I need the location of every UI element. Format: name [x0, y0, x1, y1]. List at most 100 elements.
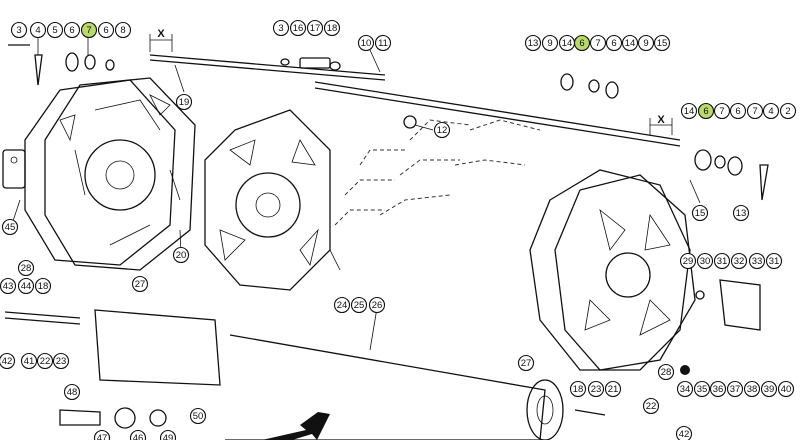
- callout-circle: [175, 93, 193, 111]
- callout-circle: [368, 296, 386, 314]
- callout-label: 33: [752, 256, 763, 267]
- callout-label: 6: [735, 106, 740, 117]
- callout-16: 16: [289, 19, 307, 37]
- callout-circle: [713, 102, 731, 120]
- callout-5: 5: [46, 21, 64, 39]
- callout-22: 22: [642, 397, 660, 415]
- chain-guides: [334, 119, 541, 226]
- callout-26: 26: [368, 296, 386, 314]
- callout-label: 39: [764, 384, 775, 395]
- callout-label: 40: [781, 384, 792, 395]
- callout-44: 44: [17, 277, 35, 295]
- callout-25: 25: [350, 296, 368, 314]
- callout-circle: [762, 102, 780, 120]
- callout-label: 14: [684, 106, 695, 117]
- callout-circle: [709, 380, 727, 398]
- callout-circle: [17, 277, 35, 295]
- callout-circle: [129, 429, 147, 440]
- callout-label: 34: [680, 384, 691, 395]
- callout-31: 31: [765, 252, 783, 270]
- callout-15: 15: [653, 34, 671, 52]
- callout-37: 37: [726, 380, 744, 398]
- callout-label: 22: [646, 401, 657, 412]
- callout-label: 29: [683, 256, 694, 267]
- callout-label: 28: [21, 263, 32, 274]
- callout-label: 3: [16, 25, 21, 36]
- callout-label: 9: [643, 38, 648, 49]
- shafts: [4, 54, 681, 325]
- callout-27: 27: [517, 354, 535, 372]
- callout-circle: [697, 102, 715, 120]
- callout-18: 18: [34, 277, 52, 295]
- callout-label: 31: [717, 256, 728, 267]
- callout-23: 23: [587, 380, 605, 398]
- callout-circle: [272, 19, 290, 37]
- callout-38: 38: [743, 380, 761, 398]
- callout-circle: [691, 204, 709, 222]
- callout-45: 45: [1, 218, 19, 236]
- callout-label: 14: [625, 38, 636, 49]
- callout-circle: [93, 429, 111, 440]
- callout-label: 3: [278, 23, 283, 34]
- callout-circle: [159, 429, 177, 440]
- callout-7: 7: [589, 34, 607, 52]
- callout-42: 42: [675, 425, 693, 440]
- dimension-marker-left: X: [149, 28, 173, 52]
- callout-label: 2: [785, 106, 790, 117]
- callout-19: 19: [175, 93, 193, 111]
- callout-label: 46: [133, 433, 144, 440]
- callout-32: 32: [730, 252, 748, 270]
- callout-48: 48: [63, 383, 81, 401]
- callout-label: 49: [163, 433, 174, 440]
- callout-circle: [289, 19, 307, 37]
- callout-6: 6: [729, 102, 747, 120]
- callout-label: 43: [3, 281, 14, 292]
- callout-28: 28: [657, 363, 675, 381]
- callout-14: 14: [680, 102, 698, 120]
- callout-35: 35: [693, 380, 711, 398]
- callout-circle: [17, 259, 35, 277]
- callout-39: 39: [760, 380, 778, 398]
- callout-label: 18: [573, 384, 584, 395]
- callout-label: 42: [2, 356, 13, 367]
- callout-label: 11: [378, 38, 388, 49]
- callout-label: 5: [52, 25, 57, 36]
- callout-label: 28: [661, 367, 672, 378]
- left-sprocket-wheels: [2, 77, 196, 271]
- callout-6: 6: [97, 21, 115, 39]
- callout-label: 15: [695, 208, 706, 219]
- callout-3: 3: [10, 21, 28, 39]
- hardware: [8, 44, 769, 429]
- callout-label: 6: [103, 25, 108, 36]
- callout-label: 44: [21, 281, 32, 292]
- callout-label: 19: [179, 97, 190, 108]
- callout-18: 18: [323, 19, 341, 37]
- callout-11: 11: [374, 34, 392, 52]
- callout-33: 33: [748, 252, 766, 270]
- callout-circle: [333, 296, 351, 314]
- callout-17: 17: [306, 19, 324, 37]
- callout-circle: [46, 21, 64, 39]
- callout-label: 50: [193, 411, 204, 422]
- callout-4: 4: [762, 102, 780, 120]
- callout-label: 15: [657, 38, 668, 49]
- callout-42: 42: [0, 352, 16, 370]
- callout-13: 13: [524, 34, 542, 52]
- callout-46: 46: [129, 429, 147, 440]
- callout-circle: [653, 34, 671, 52]
- callout-label: 37: [730, 384, 741, 395]
- callout-label: 6: [579, 38, 584, 49]
- callout-label: 13: [736, 208, 747, 219]
- callout-label: 18: [327, 23, 338, 34]
- callout-circle: [748, 252, 766, 270]
- callout-label: 27: [135, 279, 146, 290]
- drum: [94, 309, 564, 440]
- callout-label: 6: [703, 106, 708, 117]
- callout-label: 47: [97, 433, 108, 440]
- callout-28: 28: [17, 259, 35, 277]
- callout-label: 7: [719, 106, 724, 117]
- middle-sprocket-wheel: [204, 109, 331, 291]
- leader-lines: [9, 36, 701, 351]
- callout-circle: [743, 380, 761, 398]
- callout-circle: [765, 252, 783, 270]
